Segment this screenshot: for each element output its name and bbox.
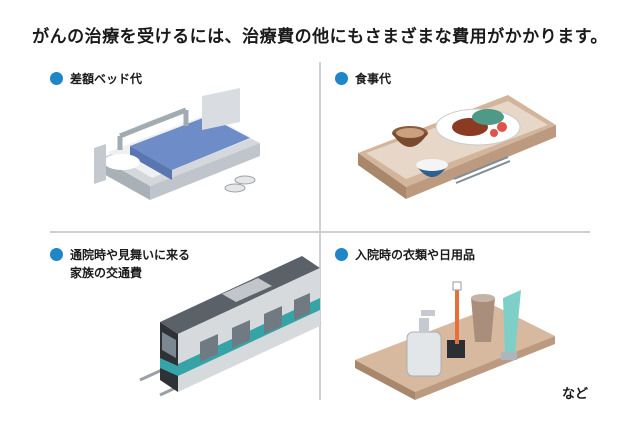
page-title: がんの治療を受けるには、治療費の他にもさまざまな費用がかかります。 — [32, 27, 608, 47]
toiletries-icon — [355, 281, 555, 400]
bullet-dot-icon — [50, 248, 63, 261]
footnote-etc: など — [562, 387, 589, 402]
hospital-bed-icon — [94, 88, 260, 200]
item-label-transport: 通院時や見舞いに来る 家族の交通費 — [50, 246, 190, 282]
meal-tray-icon — [358, 95, 556, 199]
bullet-dot-icon — [50, 72, 63, 85]
item-label-bed: 差額ベッド代 — [50, 70, 142, 88]
horizontal-divider — [50, 231, 590, 233]
bullet-dot-icon — [335, 72, 348, 85]
item-label-meal: 食事代 — [335, 70, 391, 88]
item-label-daily-goods: 入院時の衣類や日用品 — [335, 246, 475, 264]
train-icon — [139, 256, 321, 397]
bullet-dot-icon — [335, 248, 348, 261]
